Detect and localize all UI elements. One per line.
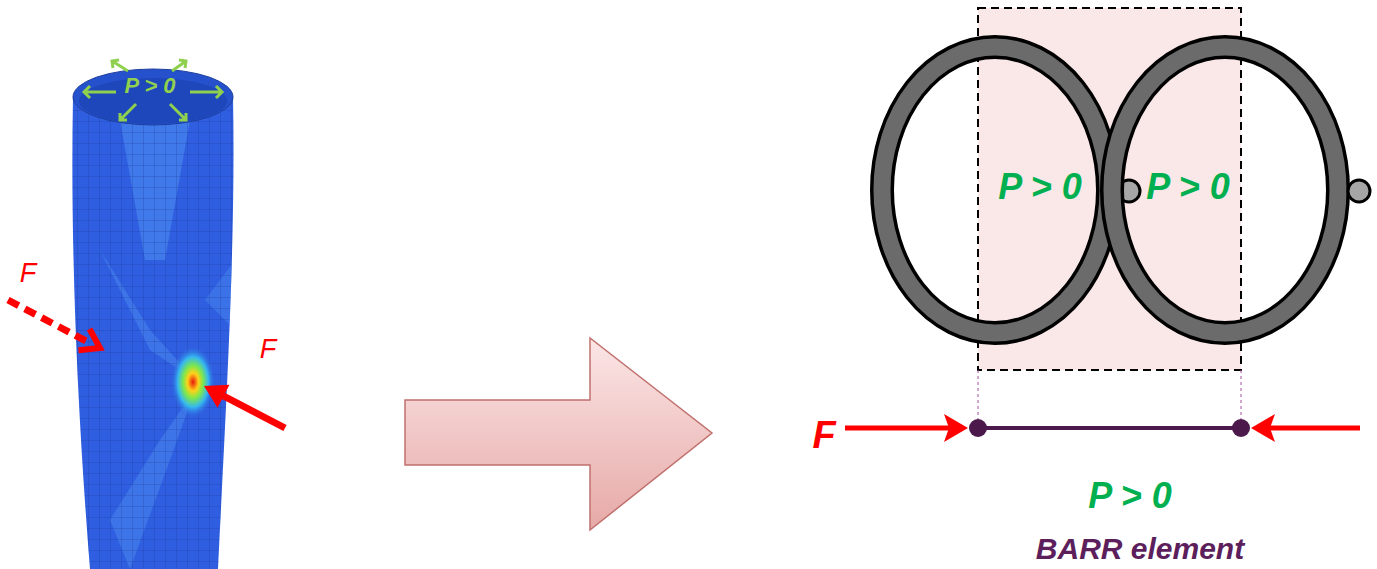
drawing-part — [214, 391, 285, 428]
element-name: BARR element — [1036, 532, 1244, 565]
drawing-part — [944, 414, 968, 442]
contact-hotspot — [171, 346, 215, 418]
drawing-part — [60, 60, 250, 569]
force-arrow — [1251, 414, 1360, 442]
mesh-grid — [60, 60, 250, 569]
force-arrow-dashed — [8, 300, 106, 359]
bar-node — [969, 419, 987, 437]
tube-opening — [73, 69, 233, 125]
ring-wall — [882, 47, 1108, 333]
drawing-part — [112, 60, 128, 71]
drawing-part — [172, 60, 186, 71]
force-arrow — [845, 414, 968, 442]
drawing-part — [84, 86, 116, 98]
drawing-part — [78, 329, 105, 359]
force-label: F — [20, 259, 37, 289]
pressure-label: P > 0 — [998, 167, 1082, 207]
barr-bar — [978, 426, 1241, 430]
drawing-part — [190, 86, 222, 98]
drawing-part — [198, 374, 230, 407]
drawing-part — [1251, 414, 1275, 442]
force-arrow — [198, 374, 285, 428]
transition-arrow — [405, 338, 712, 530]
pressure-label: P > 0 — [124, 74, 175, 98]
drawing-part — [8, 300, 86, 341]
force-label: F — [260, 335, 277, 365]
pipe-ring: P > 0 — [1100, 35, 1350, 345]
ring-outline — [870, 35, 1120, 345]
drawing-part — [1268, 426, 1360, 431]
drawing-part — [120, 104, 136, 120]
projection-line — [978, 370, 979, 420]
drawing-part — [845, 426, 950, 431]
drawing-part — [170, 104, 186, 120]
pipe-ring: P > 0 — [870, 35, 1120, 345]
force-label: F — [812, 415, 835, 457]
ring-edge — [1112, 47, 1338, 333]
pressure-label: P > 0 — [1146, 167, 1230, 207]
pressure-label: P > 0 — [1088, 476, 1172, 516]
pressure-arrows — [84, 60, 222, 120]
ring-edge — [882, 47, 1108, 333]
ring-bump — [1348, 180, 1370, 202]
ring-wall — [1112, 47, 1338, 333]
bar-node — [1232, 419, 1250, 437]
fe-tube-model — [60, 60, 250, 569]
projection-line — [1241, 370, 1242, 420]
